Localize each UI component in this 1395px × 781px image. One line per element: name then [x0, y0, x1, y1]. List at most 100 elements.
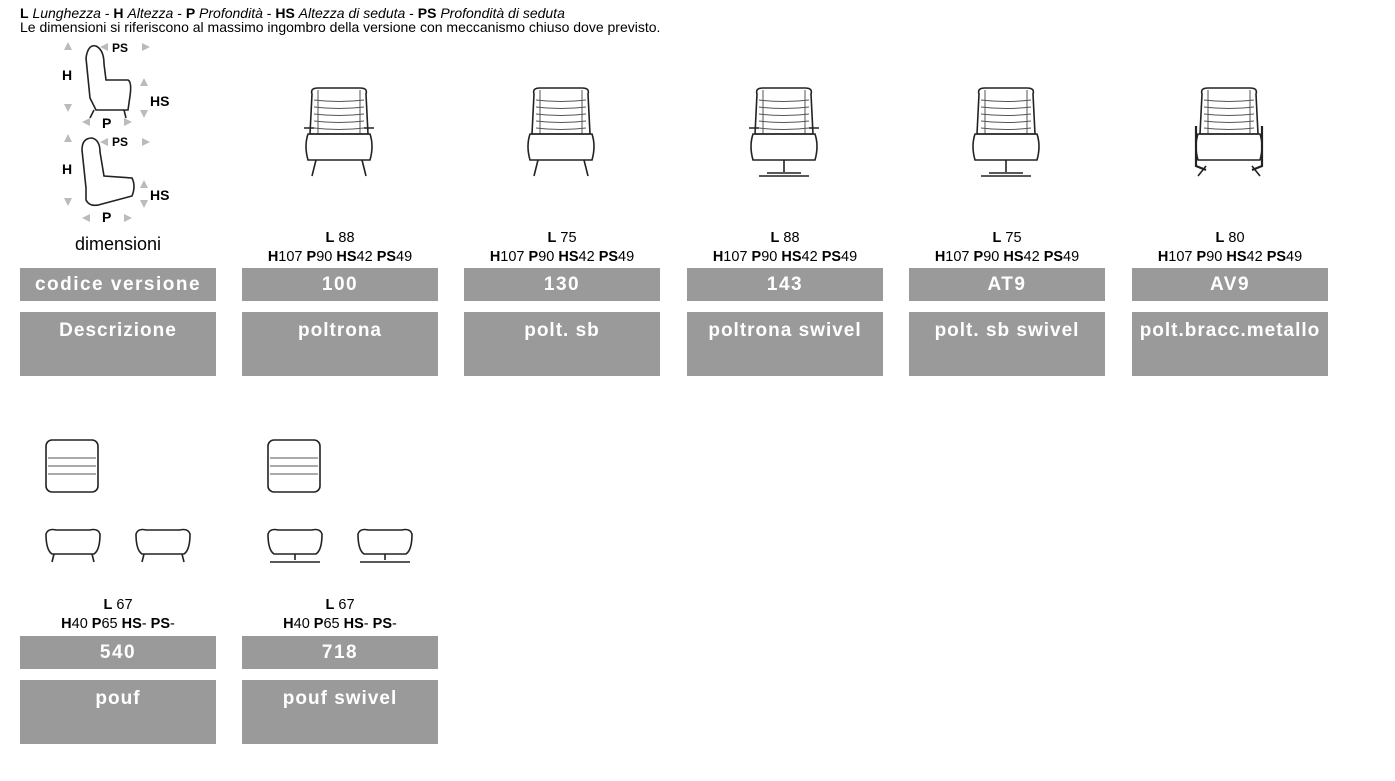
dim-HS-key: HS: [781, 249, 802, 265]
dim-PS-key: PS: [1043, 249, 1064, 265]
dim-P-key: P: [306, 249, 317, 265]
dim-other-line: H107 P90 HS42 PS49: [242, 248, 438, 267]
dim-length-line: L 75: [464, 229, 660, 248]
dim-H-key: H: [61, 616, 72, 632]
product-code: AT9: [909, 268, 1105, 301]
dim-L-key: L: [325, 597, 335, 613]
legend-P-key: P: [185, 5, 196, 21]
pouf-icon: [45, 439, 191, 563]
dim-HS-value: -: [141, 616, 147, 632]
product-dimensions: L 67 H40 P65 HS- PS-: [20, 596, 216, 634]
product-dimensions: L 67 H40 P65 HS- PS-: [242, 596, 438, 634]
product-dimensions: L 88 H107 P90 HS42 PS49: [687, 229, 883, 267]
dim-HS-value: 42: [801, 249, 818, 265]
dim-PS-value: -: [170, 616, 175, 632]
product-description: polt. sb swivel: [909, 312, 1105, 376]
dim-P-value: 90: [316, 249, 333, 265]
legend-sep: -: [173, 5, 186, 21]
armchair-swivel-icon: [749, 87, 819, 177]
product-description: pouf: [20, 680, 216, 744]
dim-HS-key: HS: [1003, 249, 1024, 265]
product-code: 100: [242, 268, 438, 301]
dim-PS-key: PS: [1266, 249, 1287, 265]
legend-PS-key: PS: [417, 5, 437, 21]
product-description: polt. sb: [464, 312, 660, 376]
dim-L-key: L: [1215, 230, 1225, 246]
dim-P-value: 90: [983, 249, 1000, 265]
legend-PS-text: Profondità di seduta: [440, 5, 565, 21]
product-code: 130: [464, 268, 660, 301]
diagram-PS-label-2: PS: [112, 135, 128, 149]
dim-L-value: 67: [338, 597, 355, 613]
dim-L-key: L: [770, 230, 780, 246]
dim-length-line: L 80: [1132, 229, 1328, 248]
dim-PS-value: 49: [618, 249, 635, 265]
dim-PS-key: PS: [372, 616, 393, 632]
dim-PS-key: PS: [598, 249, 619, 265]
dim-H-value: 107: [500, 249, 525, 265]
legend-H-text: Altezza: [127, 5, 174, 21]
dim-P-key: P: [751, 249, 762, 265]
dim-HS-value: 42: [578, 249, 595, 265]
dim-H-key: H: [489, 249, 501, 265]
diagram-P-label-2: P: [102, 209, 111, 224]
dim-L-key: L: [547, 230, 557, 246]
dim-H-value: 107: [723, 249, 748, 265]
dim-HS-key: HS: [558, 249, 579, 265]
product-description: poltrona: [242, 312, 438, 376]
dim-H-value: 107: [945, 249, 970, 265]
product-dimensions: L 75 H107 P90 HS42 PS49: [909, 229, 1105, 267]
dim-L-value: 80: [1228, 230, 1245, 246]
product-code: AV9: [1132, 268, 1328, 301]
diagram-H-label: H: [62, 67, 72, 83]
dim-length-line: L 88: [242, 229, 438, 248]
dim-H-value: 107: [278, 249, 303, 265]
dim-L-key: L: [103, 597, 113, 613]
diagram-PS-label: PS: [112, 41, 128, 55]
diagram-P-label: P: [102, 115, 111, 131]
dim-HS-key: HS: [336, 249, 357, 265]
dim-H-value: 40: [293, 616, 310, 632]
dim-P-key: P: [313, 616, 324, 632]
dim-other-line: H107 P90 HS42 PS49: [464, 248, 660, 267]
dim-L-value: 67: [116, 597, 133, 613]
product-code: 718: [242, 636, 438, 669]
dim-H-value: 40: [71, 616, 88, 632]
dim-L-key: L: [325, 230, 335, 246]
legend-L-text: Lunghezza: [32, 5, 101, 21]
dim-P-value: 90: [761, 249, 778, 265]
legend-HS-key: HS: [275, 5, 295, 21]
dim-L-value: 88: [338, 230, 355, 246]
legend-sep: -: [262, 5, 276, 21]
dim-P-key: P: [973, 249, 984, 265]
dim-H-key: H: [712, 249, 724, 265]
dim-P-key: P: [91, 616, 102, 632]
dim-P-key: P: [528, 249, 539, 265]
dim-PS-key: PS: [821, 249, 842, 265]
legend-sep: -: [100, 5, 114, 21]
dim-HS-key: HS: [121, 616, 142, 632]
dim-HS-value: -: [363, 616, 369, 632]
dim-PS-value: -: [392, 616, 397, 632]
pouf-swivel-icon: [267, 439, 413, 563]
product-dimensions: L 75 H107 P90 HS42 PS49: [464, 229, 660, 267]
product-dimensions: L 88 H107 P90 HS42 PS49: [242, 229, 438, 267]
dim-H-value: 107: [1168, 249, 1193, 265]
dim-HS-value: 42: [356, 249, 373, 265]
legend-H-key: H: [113, 5, 124, 21]
diagram-HS-label: HS: [150, 93, 169, 109]
code-version-header: codice versione: [20, 268, 216, 301]
dim-length-line: L 75: [909, 229, 1105, 248]
product-code: 540: [20, 636, 216, 669]
dim-other-line: H107 P90 HS42 PS49: [687, 248, 883, 267]
legend-P-text: Profondità: [199, 5, 263, 21]
dim-PS-value: 49: [1063, 249, 1080, 265]
dim-H-key: H: [283, 616, 294, 632]
legend-line: L Lunghezza - H Altezza - P Profondità -…: [20, 5, 565, 21]
armchair-metal-arms-icon: [1194, 87, 1264, 177]
dim-H-key: H: [1157, 249, 1169, 265]
dim-PS-key: PS: [150, 616, 171, 632]
dim-length-line: L 67: [20, 596, 216, 615]
dim-H-key: H: [934, 249, 946, 265]
armchair-no-arms-swivel-icon: [972, 87, 1040, 177]
